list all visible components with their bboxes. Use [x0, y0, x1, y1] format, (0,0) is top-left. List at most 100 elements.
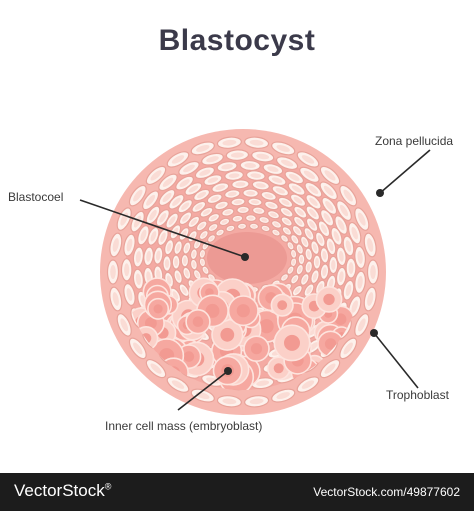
trophoblast-cell-nucleus	[171, 155, 185, 164]
leader-line-blastocoel	[79, 199, 246, 258]
trophoblast-cell-nucleus	[343, 342, 353, 355]
trophoblast-cell-nucleus	[292, 259, 296, 265]
trophoblast-cell-nucleus	[283, 218, 290, 225]
trophoblast-cell-nucleus	[280, 159, 294, 167]
trophoblast-cell-nucleus	[338, 250, 344, 262]
icm-cell-nucleus	[323, 293, 335, 306]
trophoblast-cell-nucleus	[175, 272, 181, 281]
trophoblast-cell-nucleus	[135, 251, 141, 263]
leader-dot-blastocoel	[241, 253, 249, 261]
trophoblast-cell-nucleus	[200, 259, 204, 265]
trophoblast-cell-nucleus	[181, 286, 187, 294]
leader-dot-zona	[376, 189, 384, 197]
trophoblast-cell-nucleus	[294, 227, 301, 234]
leader-dot-icm	[224, 367, 232, 375]
trophoblast-cell-nucleus	[282, 209, 291, 215]
trophoblast-cell-nucleus	[250, 173, 262, 178]
trophoblast-cell-nucleus	[276, 144, 290, 152]
label-zona-pellucida: Zona pellucida	[375, 134, 453, 148]
icm-cell-nucleus	[259, 319, 274, 334]
trophoblast-cell-nucleus	[196, 144, 210, 152]
trophoblast-cell-nucleus	[315, 258, 319, 267]
label-trophoblast: Trophoblast	[386, 388, 450, 402]
trophoblast-cell-nucleus	[281, 199, 290, 206]
trophoblast-cell-nucleus	[209, 236, 214, 241]
trophoblast-cell-nucleus	[271, 177, 283, 183]
trophoblast-cell-nucleus	[110, 265, 116, 279]
trophoblast-cell-nucleus	[303, 170, 316, 179]
icm-cell-nucleus	[153, 304, 163, 314]
trophoblast-cell-nucleus	[210, 215, 218, 221]
trophoblast-cell-nucleus	[273, 230, 279, 235]
icm-cell-nucleus	[205, 303, 220, 318]
trophoblast-cell-nucleus	[249, 398, 264, 405]
trophoblast-cell-nucleus	[338, 271, 344, 283]
trophoblast-cell-nucleus	[222, 139, 237, 146]
leader-line-zona	[379, 149, 431, 194]
trophoblast-cell-nucleus	[317, 235, 323, 244]
trophoblast-cell-nucleus	[166, 242, 172, 252]
trophoblast-cell-nucleus	[276, 392, 290, 400]
trophoblast-cell-nucleus	[221, 220, 228, 224]
trophoblast-cell-nucleus	[264, 193, 274, 199]
trophoblast-cell-nucleus	[256, 153, 270, 160]
trophoblast-cell-nucleus	[306, 263, 311, 271]
trophoblast-cell-nucleus	[255, 208, 263, 213]
trophoblast-cell-nucleus	[308, 208, 317, 218]
trophoblast-cell-nucleus	[133, 342, 143, 355]
trophoblast-cell-nucleus	[200, 251, 204, 257]
trophoblast-cell-nucleus	[288, 267, 293, 273]
trophoblast-cell-nucleus	[297, 266, 302, 273]
trophoblast-cell-nucleus	[228, 173, 240, 178]
leader-dot-trophoblast	[370, 329, 378, 337]
blastocyst-diagram: Zona pellucida Blastocoel Trophoblast In…	[8, 129, 453, 433]
trophoblast-cell-nucleus	[294, 287, 301, 294]
trophoblast-cell-nucleus	[269, 212, 278, 217]
trophoblast-cell-nucleus	[246, 190, 256, 196]
trophoblast-cell-nucleus	[370, 265, 376, 279]
trophoblast-cell-nucleus	[195, 271, 200, 278]
icm-cell-nucleus	[273, 363, 284, 374]
trophoblast-cell-nucleus	[333, 231, 340, 242]
trophoblast-cell-nucleus	[343, 189, 353, 202]
trophoblast-cell-nucleus	[331, 259, 336, 271]
trophoblast-cell-nucleus	[320, 224, 328, 234]
trophoblast-cell-nucleus	[288, 173, 300, 181]
trophoblast-cell-nucleus	[301, 155, 315, 164]
icm-cell-nucleus	[220, 327, 235, 342]
trophoblast-cell-nucleus	[203, 243, 208, 249]
icm-cell-nucleus	[192, 316, 204, 328]
trophoblast-cell-nucleus	[179, 179, 190, 187]
trophoblast-cell-nucleus	[199, 169, 211, 176]
trophoblast-cell-nucleus	[317, 283, 323, 292]
trophoblast-cell-nucleus	[184, 244, 189, 252]
trophoblast-cell-nucleus	[255, 183, 266, 188]
trophoblast-cell-nucleus	[284, 228, 290, 234]
trophoblast-cell-nucleus	[275, 188, 286, 194]
trophoblast-cell-nucleus	[312, 272, 318, 281]
trophoblast-cell-nucleus	[207, 177, 219, 183]
trophoblast-cell-nucleus	[328, 241, 334, 252]
trophoblast-cell-nucleus	[124, 263, 130, 277]
trophoblast-cell-nucleus	[171, 380, 185, 389]
trophoblast-cell-nucleus	[247, 216, 254, 220]
trophoblast-cell-nucleus	[215, 185, 226, 191]
trophoblast-cell-nucleus	[156, 269, 161, 280]
trophoblast-cell-nucleus	[357, 250, 363, 264]
trophoblast-cell-nucleus	[306, 230, 312, 238]
trophoblast-cell-nucleus	[296, 218, 303, 226]
trophoblast-cell-nucleus	[196, 191, 207, 199]
leader-line-trophoblast	[373, 332, 419, 389]
trophoblast-cell-nucleus	[222, 398, 237, 405]
trophoblast-cell-nucleus	[209, 275, 214, 280]
trophoblast-cell-nucleus	[146, 250, 151, 262]
trophoblast-cell-nucleus	[301, 380, 315, 389]
trophoblast-cell-nucleus	[292, 236, 298, 243]
trophoblast-cell-nucleus	[183, 257, 187, 265]
trophoblast-cell-nucleus	[261, 218, 268, 222]
trophoblast-cell-nucleus	[308, 220, 316, 229]
trophoblast-cell-nucleus	[234, 217, 241, 221]
trophoblast-cell-nucleus	[184, 269, 189, 277]
trophoblast-cell-nucleus	[112, 292, 119, 306]
trophoblast-cell-nucleus	[244, 162, 257, 169]
